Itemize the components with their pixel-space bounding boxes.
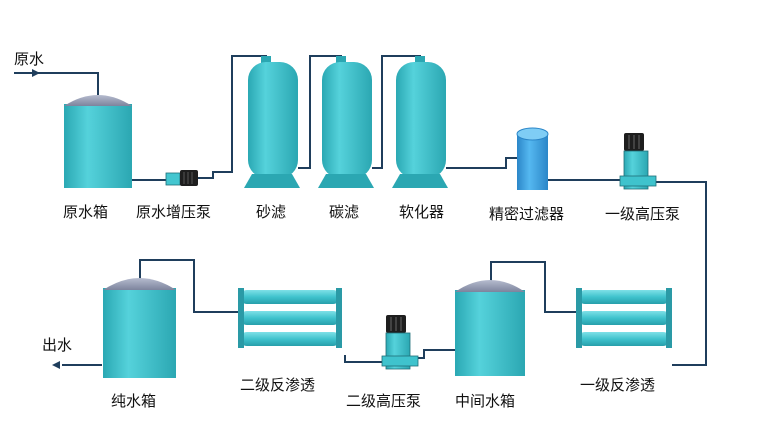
raw-water-tank-label: 原水箱 <box>63 203 109 221</box>
raw-water-inlet-label: 原水 <box>14 50 45 68</box>
precision-filter <box>516 127 549 190</box>
intermediate-water-tank <box>455 280 525 376</box>
outlet-arrow-icon <box>52 361 60 369</box>
sand-filter-label: 砂滤 <box>256 203 287 221</box>
stage2-high-pressure-pump <box>381 315 419 370</box>
sand-filter-vessel <box>244 56 300 188</box>
stage1-hp-pump-label: 一级高压泵 <box>605 205 681 223</box>
stage2-ro-label: 二级反渗透 <box>240 376 316 394</box>
pipe-raw-inlet <box>14 72 99 95</box>
raw-water-tank <box>64 95 132 188</box>
stage1-high-pressure-pump <box>619 133 657 190</box>
softener-label: 软化器 <box>399 203 445 221</box>
stage1-ro-label: 一级反渗透 <box>580 376 656 394</box>
pipe-ro2-to-puretank <box>139 259 240 313</box>
pure-water-tank <box>103 278 176 378</box>
raw-water-booster-pump-label: 原水增压泵 <box>136 203 212 221</box>
flow-arrows <box>32 69 60 369</box>
pipe-pump1-to-ro1 <box>655 181 707 366</box>
stage2-hp-pump-label: 二级高压泵 <box>346 392 422 410</box>
stage1-ro-membranes <box>576 288 672 348</box>
precision-filter-label: 精密过滤器 <box>489 205 565 223</box>
stage2-ro-membranes <box>238 288 342 348</box>
pure-water-tank-label: 纯水箱 <box>111 392 157 410</box>
carbon-filter-label: 碳滤 <box>329 203 360 221</box>
pipe-softener-to-precision <box>446 157 517 169</box>
pipe-network <box>14 55 707 366</box>
inlet-arrow-icon <box>32 69 40 77</box>
water-outlet-label: 出水 <box>42 336 73 354</box>
intermediate-tank-label: 中间水箱 <box>455 392 516 410</box>
pipe-ro1-to-midtank <box>490 261 578 313</box>
softener-vessel <box>392 56 448 188</box>
pipe-pump2-to-ro2 <box>344 355 388 363</box>
carbon-filter-vessel <box>318 56 374 188</box>
raw-water-booster-pump <box>165 170 198 186</box>
